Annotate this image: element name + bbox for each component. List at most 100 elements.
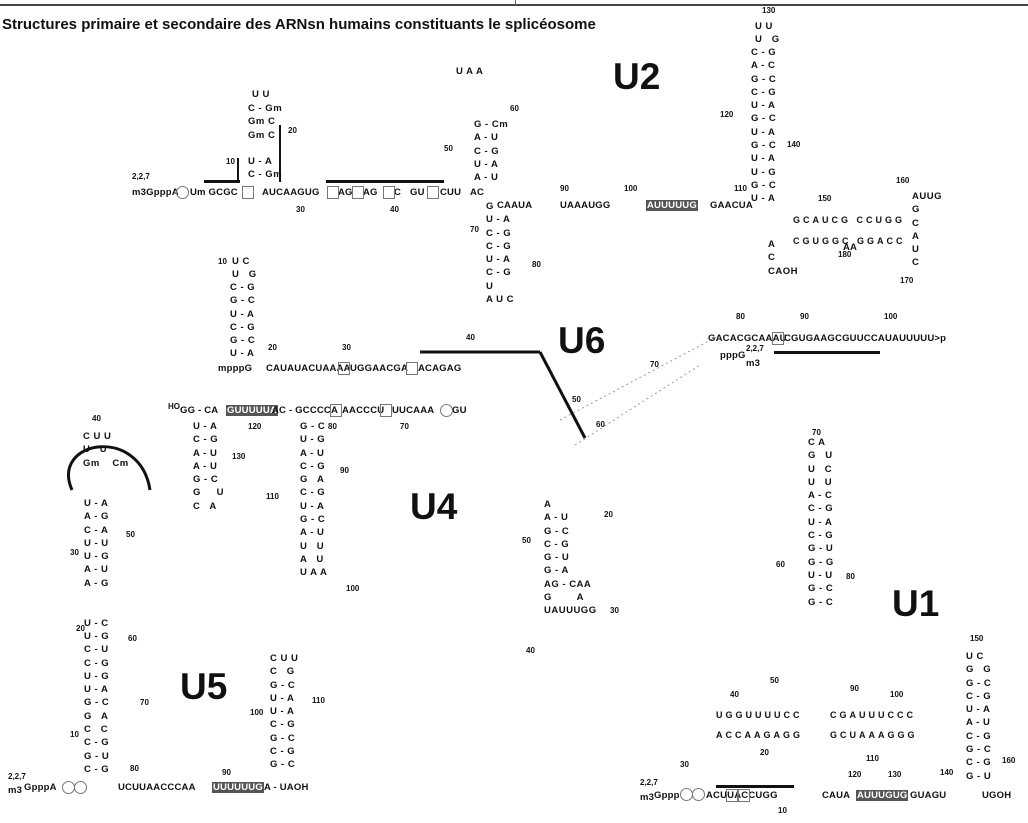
u6-seq3: ACAGAG: [418, 363, 462, 374]
u2-seq-mid4: C: [394, 187, 402, 198]
u4-ho: HO: [168, 402, 180, 411]
u6-right-seq2: CGUGAAGCGUUCCAUAUUUUU>p: [784, 333, 947, 344]
u1-num-40: 40: [730, 690, 739, 699]
u1-stem-right: U C G G G - C C - G U - A A - U C - G G …: [966, 651, 992, 782]
u2-num-30: 30: [296, 205, 305, 214]
u2-branch2: UAAAUGG: [560, 200, 611, 211]
u1-helix-left-bottom: ACCAAGAGG: [716, 730, 803, 740]
u2-num-20: 20: [288, 126, 297, 135]
u2-num-140: 140: [787, 140, 801, 149]
pseudouridine-mark: [406, 362, 418, 375]
u2-num-90: 90: [560, 184, 569, 193]
y-num-50: 50: [522, 536, 531, 545]
pseudouridine-mark: [738, 789, 750, 802]
u2-stem4-top: U U U G: [755, 21, 780, 46]
u5-stem-main: U - A A - G C - A U - U U - G A - U A - …: [84, 498, 110, 775]
u4-num-120: 120: [248, 422, 262, 431]
u5-label: U5: [180, 666, 228, 707]
u2-num-60: 60: [510, 104, 519, 113]
u6-stem-top: U C U G: [232, 256, 257, 281]
u2-pairing-bar: [326, 180, 444, 183]
pseudouridine-mark: [242, 186, 254, 199]
u2-num-150: 150: [818, 194, 832, 203]
u4-seq-after3: UUCAAA: [392, 405, 435, 416]
u6-num-70: 70: [650, 360, 659, 369]
u5-cap-pre: m3: [8, 785, 23, 796]
pseudouridine-mark: [380, 404, 392, 417]
u2-stem4: C - G A - C G - C C - G U - A G - C U - …: [751, 47, 777, 205]
pseudouridine-mark: [330, 404, 342, 417]
u1-num-160: 160: [1002, 756, 1016, 765]
u4-num-100: 100: [346, 584, 360, 593]
u6-cap-right-sup: 2,2,7: [746, 344, 764, 353]
modified-nucleotide-mark: [440, 404, 453, 417]
u5-highlight: UUUUUUG: [212, 782, 264, 793]
modified-nucleotide-mark: [692, 788, 705, 801]
u2-num-160: 160: [896, 176, 910, 185]
u1-seq-mid: CAUA: [822, 790, 851, 801]
u6-num-80: 80: [736, 312, 745, 321]
u4-num-130: 130: [232, 452, 246, 461]
u2-cap: m3GpppA: [132, 187, 179, 198]
u4-stem-left: U - A C - G A - U A - U G - C G U C A: [193, 421, 224, 512]
u2-num-170: 170: [900, 276, 914, 285]
u1-num-50: 50: [770, 676, 779, 685]
figure-title: Structures primaire et secondaire des AR…: [2, 16, 596, 33]
u2-num-120: 120: [720, 110, 734, 119]
modified-nucleotide-mark: [74, 781, 87, 794]
u5-num-10: 10: [70, 730, 79, 739]
u4-seq-after4: GU: [452, 405, 467, 416]
u4-label: U4: [410, 486, 458, 527]
u6-seq: CAUAUACUAAAA: [266, 363, 351, 374]
u2-stem2-top: U A A: [456, 66, 484, 77]
u4-num-110: 110: [266, 492, 279, 501]
u1-num-150: 150: [970, 634, 984, 643]
u1-cap-pre: m3: [640, 792, 655, 803]
u5-num-60: 60: [128, 634, 137, 643]
u1-num-60: 60: [776, 560, 785, 569]
u6-num-20: 20: [268, 343, 277, 352]
pseudouridine-mark: [327, 186, 339, 199]
u6-num-30: 30: [342, 343, 351, 352]
u6-num-40: 40: [466, 333, 475, 342]
u6-label: U6: [558, 320, 606, 361]
u6-pairing-bar: [774, 351, 880, 354]
top-rule: [0, 4, 1028, 6]
u5-num-110: 110: [312, 696, 325, 705]
u4-stem-mid: G - C U - G A - U C - G G A C - G U - A …: [300, 421, 328, 579]
u1-pairing-bar: [716, 785, 794, 788]
u2-highlight: AUUUUUG: [646, 200, 698, 211]
u6-num-50: 50: [572, 395, 581, 404]
u2-seq-mid: AUCAAGUG: [262, 187, 320, 198]
u2-stem1: C - Gm Gm C Gm C U - A C - Gm: [248, 103, 283, 181]
u2-branch3: GAACUA: [710, 200, 753, 211]
u2-num-50: 50: [444, 144, 453, 153]
pseudouridine-mark: [427, 186, 439, 199]
u2-loop-aa: AA: [843, 242, 858, 253]
u2-num-80: 80: [532, 260, 541, 269]
modified-nucleotide-mark: [176, 186, 189, 199]
u6-num-10: 10: [218, 257, 227, 266]
u2-stem1-top: U U: [252, 89, 270, 100]
u5-num-80: 80: [130, 764, 139, 773]
u2-num-70: 70: [470, 225, 479, 234]
u2-stem3: G U - A C - G C - G U - A C - G U A U C: [486, 201, 515, 306]
u4-seq-after: AC - GCCCCA: [272, 405, 339, 416]
u1-helix-right-bottom: GCUAAAGGG: [830, 730, 918, 740]
u5-stem-right: C U U C G G - C U - A U - A C - G G - C …: [270, 653, 299, 771]
u4-num-80: 80: [328, 422, 337, 431]
u6-seq2: UGGAACGA: [350, 363, 409, 374]
u1-num-120: 120: [848, 770, 862, 779]
u1-seq-end: UGOH: [982, 790, 1012, 801]
u6-right-seq: GACACGCAAAU: [708, 333, 787, 344]
u6-stem: C - G G - C U - A C - G G - C U - A: [230, 282, 256, 360]
u5-num-90: 90: [222, 768, 231, 777]
u2-helix-bottom: CGUGGC GGACC: [793, 236, 906, 246]
u2-num-130: 130: [762, 6, 776, 15]
u2-loop-right: AUUG G C A U C: [912, 191, 942, 269]
u1-num-100: 100: [890, 690, 904, 699]
u4-num-90: 90: [340, 466, 349, 475]
u1-cap: Gppp: [654, 790, 680, 801]
u1-num-80: 80: [846, 572, 855, 581]
